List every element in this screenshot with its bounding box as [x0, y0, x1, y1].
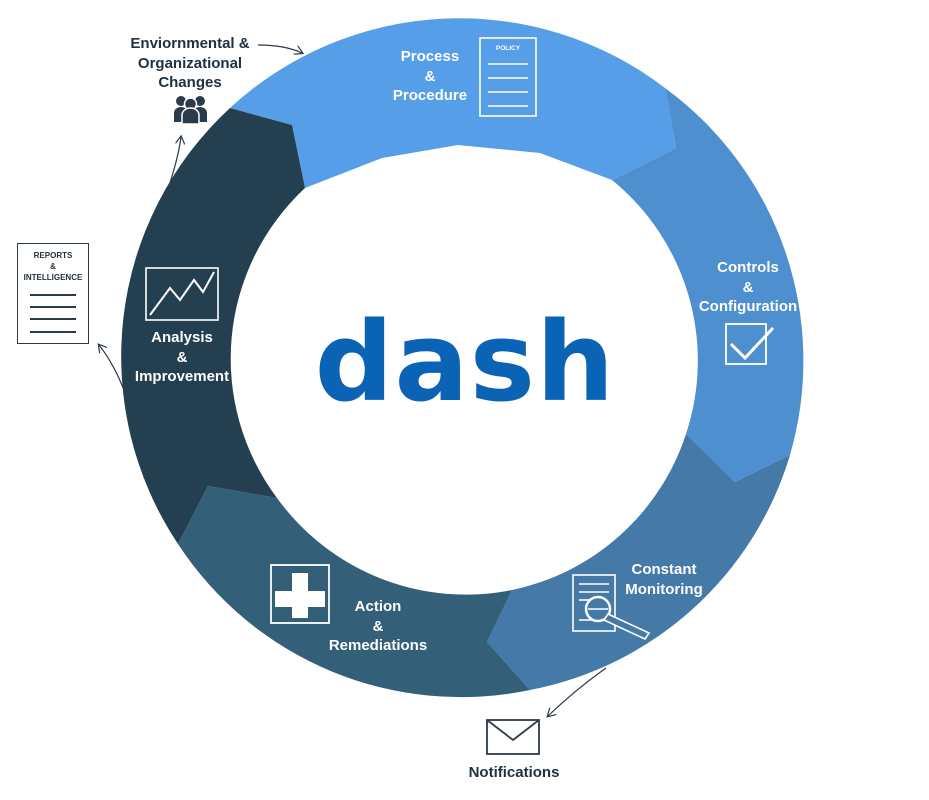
- report-line: [30, 331, 76, 333]
- report-document-icon: REPORTS & INTELLIGENCE: [17, 243, 89, 344]
- report-line: [30, 294, 76, 296]
- segment-analysis: [121, 108, 305, 544]
- policy-icon-label: POLICY: [495, 45, 521, 52]
- checkbox-icon: [725, 323, 775, 365]
- report-line: [30, 318, 76, 320]
- magnifier-document-icon: [572, 574, 651, 641]
- reports-ampersand: &: [50, 262, 56, 271]
- segment-process: [230, 18, 676, 189]
- label-notifications: Notifications: [468, 764, 560, 781]
- people-group-icon: [174, 96, 207, 125]
- medical-cross-icon: [270, 564, 330, 624]
- segment-label-action: Action & Remediations: [328, 598, 428, 654]
- envelope-icon: [486, 719, 540, 755]
- report-line: [30, 306, 76, 308]
- segment-controls: [612, 88, 804, 482]
- segment-label-controls: Controls & Configuration: [698, 259, 798, 315]
- segment-monitoring: [487, 434, 790, 690]
- line-chart-icon: [145, 267, 219, 321]
- label-environmental-changes: Enviornmental & Organizational Changes: [130, 35, 250, 91]
- segment-label-monitoring: Constant Monitoring: [625, 561, 703, 598]
- segment-label-analysis: Analysis & Improvement: [134, 329, 230, 385]
- policy-document-icon: [479, 37, 537, 117]
- arrow-analysis-to-changes: [165, 137, 181, 196]
- intelligence-label: INTELLIGENCE: [23, 273, 83, 282]
- arrow-monitoring-to-notifications: [548, 667, 607, 716]
- reports-label: REPORTS: [33, 251, 73, 260]
- segment-action: [178, 486, 530, 698]
- segment-label-process: Process & Procedure: [392, 48, 468, 104]
- dash-logo-wordmark: dash: [314, 298, 616, 426]
- arrow-analysis-to-reports: [99, 345, 128, 399]
- arrow-changes-to-process: [257, 44, 302, 53]
